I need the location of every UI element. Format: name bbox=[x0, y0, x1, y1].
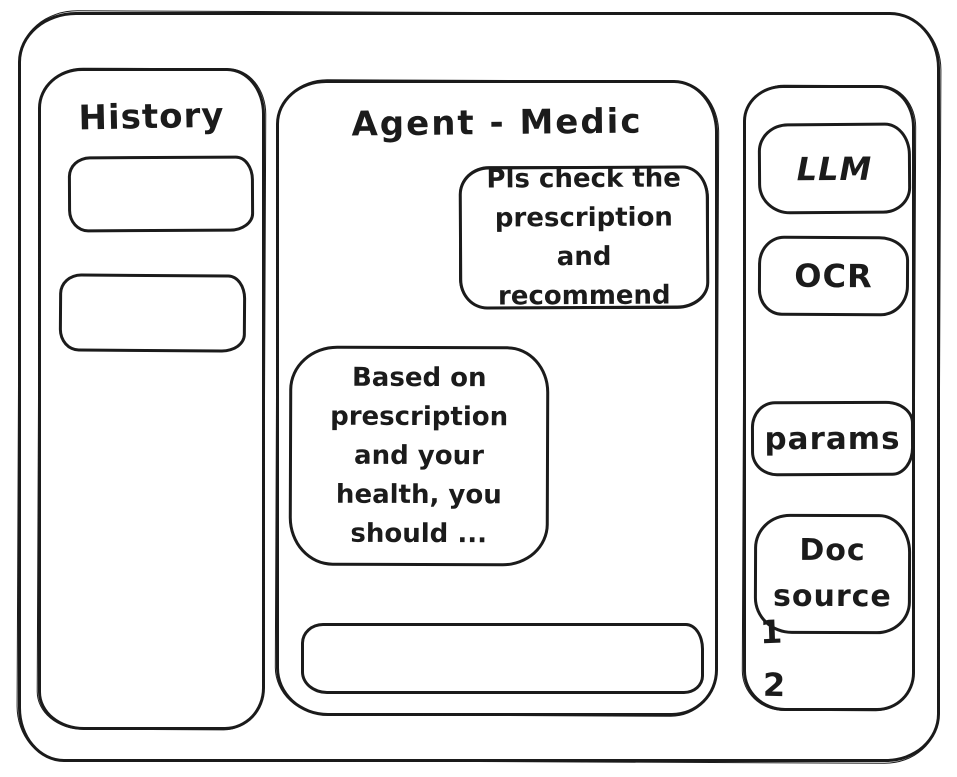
assistant-message-text: Based on prescription and your health, y… bbox=[330, 362, 509, 549]
doc-source-item-2[interactable]: 2 bbox=[762, 665, 786, 705]
user-message-bubble: Pls check the prescription and recommend bbox=[458, 163, 710, 311]
history-item[interactable] bbox=[67, 155, 255, 233]
assistant-message-bubble: Based on prescription and your health, y… bbox=[288, 345, 550, 567]
history-title: History bbox=[78, 95, 225, 139]
history-item[interactable] bbox=[58, 273, 247, 353]
params-button[interactable]: params bbox=[750, 400, 915, 477]
chat-title: Agent - Medic bbox=[351, 101, 643, 145]
user-message-text: Pls check the prescription and recommend bbox=[486, 162, 681, 311]
app-window: History Agent - Medic Pls check the pres… bbox=[18, 12, 940, 762]
llm-button[interactable]: LLM bbox=[757, 122, 912, 215]
message-input[interactable] bbox=[301, 623, 704, 694]
ocr-button[interactable]: OCR bbox=[757, 235, 910, 317]
tools-panel: LLM OCR params Doc source 1 2 bbox=[743, 85, 915, 711]
doc-source-item-1[interactable]: 1 bbox=[759, 612, 783, 652]
chat-panel: Agent - Medic Pls check the prescription… bbox=[276, 80, 718, 716]
history-panel: History bbox=[38, 68, 265, 730]
